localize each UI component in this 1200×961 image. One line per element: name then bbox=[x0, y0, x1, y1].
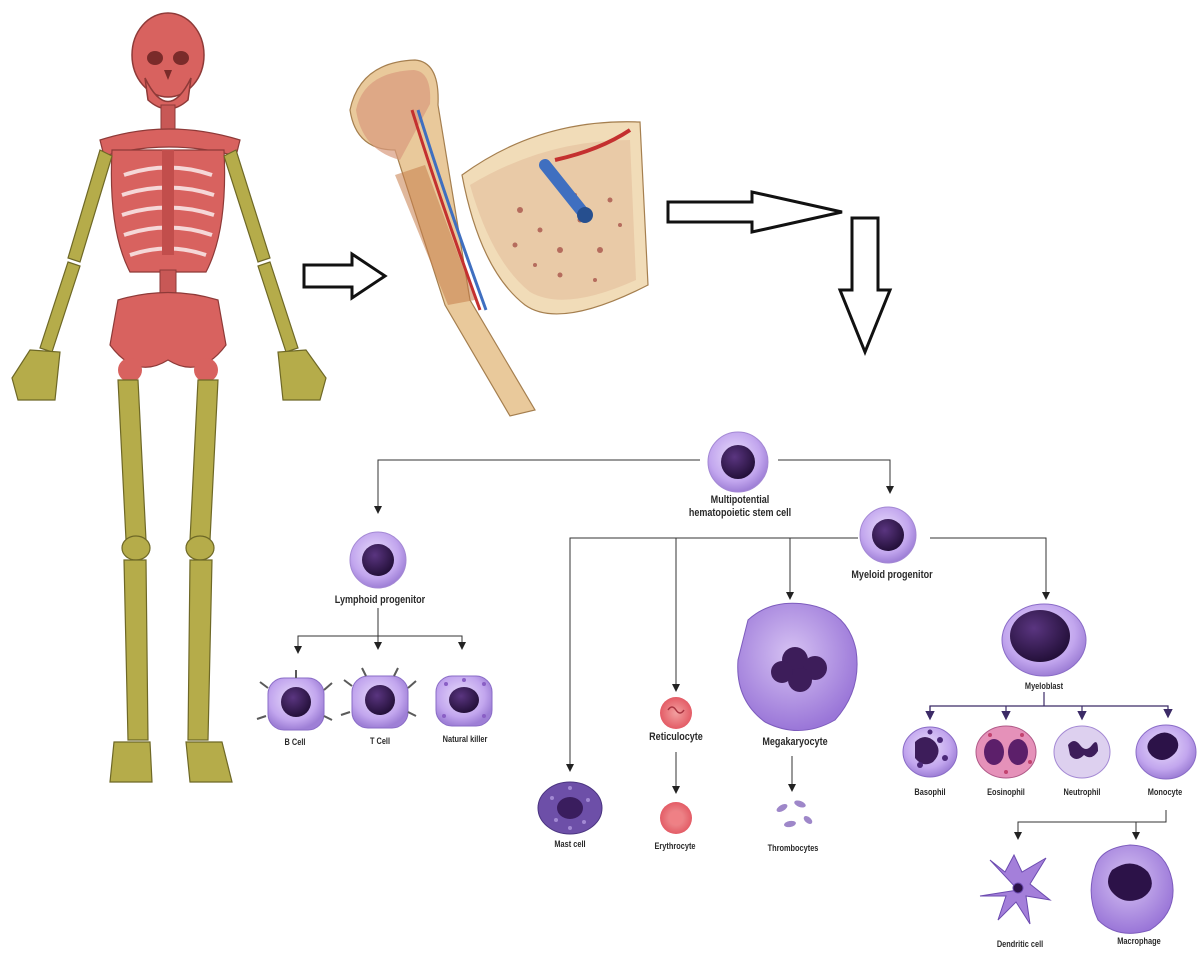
lymphoid-progenitor-cell bbox=[350, 532, 406, 588]
neutrophil-cell bbox=[1054, 726, 1110, 778]
mast-cell bbox=[538, 782, 602, 834]
myeloblast-label: Myeloblast bbox=[1011, 680, 1077, 693]
dendritic-cell-label: Dendritic cell bbox=[983, 938, 1057, 951]
arrow-right-1 bbox=[304, 254, 385, 298]
stem-cell-label-line2: hematopoietic stem cell bbox=[674, 507, 805, 520]
natural-killer-label: Natural killer bbox=[428, 733, 502, 746]
bone-cross-section bbox=[350, 60, 648, 416]
eosinophil-cell bbox=[976, 726, 1036, 778]
mast-cell-label: Mast cell bbox=[533, 838, 607, 851]
b-cell bbox=[257, 670, 332, 730]
macrophage-label: Macrophage bbox=[1102, 935, 1176, 948]
erythrocyte-cell bbox=[660, 802, 692, 834]
natural-killer-cell bbox=[436, 676, 492, 726]
macrophage-cell bbox=[1091, 845, 1173, 933]
lymphoid-progenitor-label: Lymphoid progenitor bbox=[314, 594, 445, 607]
myeloid-progenitor-label: Myeloid progenitor bbox=[826, 569, 957, 582]
dendritic-cell bbox=[980, 855, 1050, 924]
stem-cell bbox=[708, 432, 768, 492]
stem-cell-label-line1: Multipotential bbox=[674, 494, 805, 507]
megakaryocyte-label: Megakaryocyte bbox=[746, 736, 844, 749]
thrombocytes-label: Thrombocytes bbox=[756, 842, 830, 855]
t-cell-label: T Cell bbox=[351, 735, 408, 748]
megakaryocyte-cell bbox=[738, 603, 857, 730]
basophil-cell bbox=[903, 727, 957, 777]
eosinophil-label: Eosinophil bbox=[975, 786, 1037, 799]
basophil-label: Basophil bbox=[901, 786, 958, 799]
myeloblast-lines bbox=[930, 692, 1168, 718]
thrombocytes bbox=[775, 799, 813, 828]
t-cell bbox=[341, 668, 416, 728]
monocyte-cell bbox=[1136, 725, 1196, 779]
neutrophil-label: Neutrophil bbox=[1051, 786, 1113, 799]
myeloblast-cell bbox=[1002, 604, 1086, 676]
myeloid-progenitor-cell bbox=[860, 507, 916, 563]
reticulocyte-label: Reticulocyte bbox=[635, 731, 717, 744]
erythrocyte-label: Erythrocyte bbox=[638, 840, 712, 853]
arrow-right-2 bbox=[668, 192, 842, 232]
monocyte-label: Monocyte bbox=[1136, 786, 1193, 799]
reticulocyte-cell bbox=[660, 697, 692, 729]
arrow-down bbox=[840, 218, 890, 352]
b-cell-label: B Cell bbox=[266, 736, 323, 749]
skeleton-figure bbox=[12, 13, 326, 782]
